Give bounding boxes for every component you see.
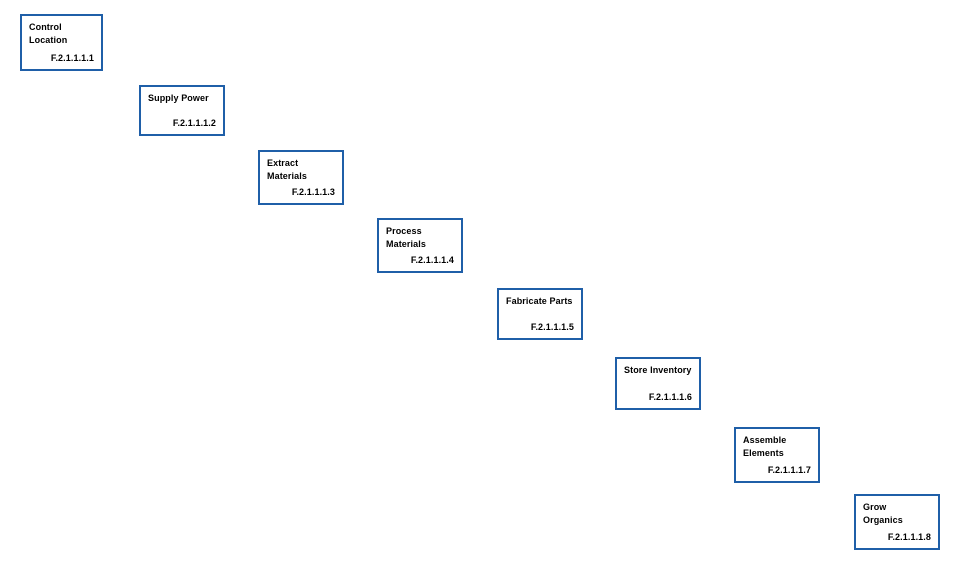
function-code: F.2.1.1.1.6 bbox=[648, 392, 692, 402]
function-title: Fabricate Parts bbox=[506, 296, 573, 306]
function-code: F.2.1.1.1.2 bbox=[172, 118, 216, 128]
function-code: F.2.1.1.1.3 bbox=[291, 187, 335, 197]
function-title: Process Materials bbox=[386, 226, 426, 249]
function-code: F.2.1.1.1.5 bbox=[530, 322, 574, 332]
function-title: Control Location bbox=[29, 22, 68, 45]
function-title: Supply Power bbox=[148, 93, 209, 103]
function-title: Store Inventory bbox=[624, 365, 692, 375]
function-code: F.2.1.1.1.7 bbox=[767, 465, 811, 475]
function-code: F.2.1.1.1.1 bbox=[50, 53, 94, 63]
function-title: Assemble Elements bbox=[743, 435, 787, 458]
function-title: Grow Organics bbox=[863, 502, 903, 525]
function-title: Extract Materials bbox=[267, 158, 307, 181]
function-code: F.2.1.1.1.8 bbox=[887, 532, 931, 542]
function-code: F.2.1.1.1.4 bbox=[410, 255, 454, 265]
